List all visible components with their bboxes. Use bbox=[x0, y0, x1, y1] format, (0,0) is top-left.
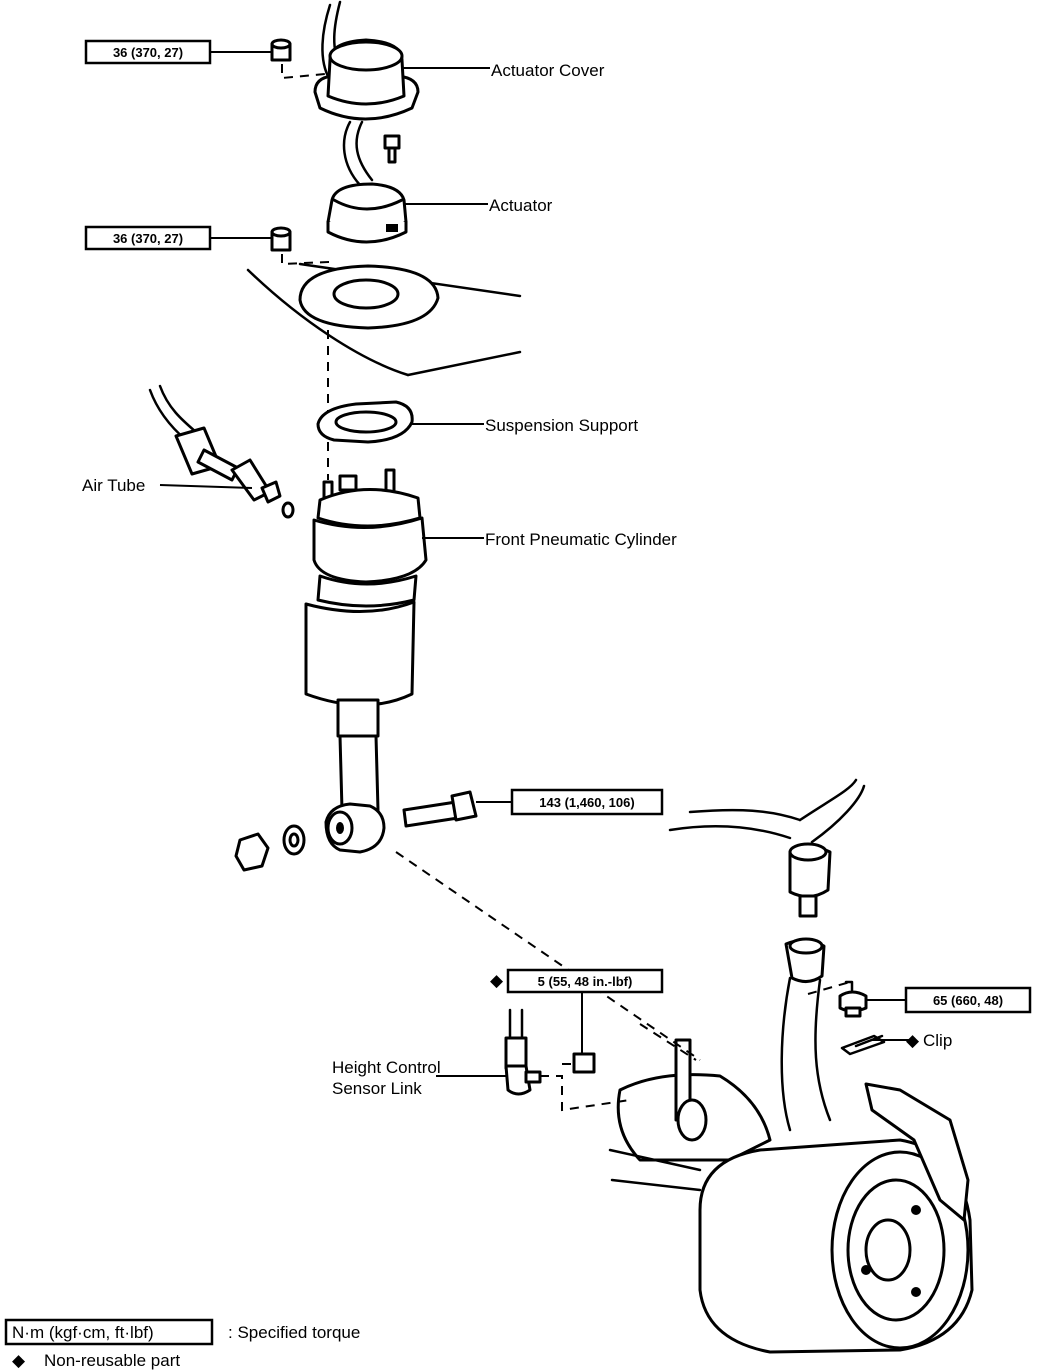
actuator-nut bbox=[270, 226, 292, 252]
label-air-tube: Air Tube bbox=[82, 476, 145, 495]
label-front-pneumatic-cylinder: Front Pneumatic Cylinder bbox=[485, 530, 677, 549]
pneumatic-cylinder-drawing bbox=[304, 468, 428, 854]
upper-arm-drawing bbox=[668, 778, 866, 918]
actuator-cover-drawing bbox=[313, 0, 420, 121]
air-tube-drawing bbox=[148, 384, 295, 519]
non-reusable-mark-clip: ◆ bbox=[906, 1031, 920, 1050]
body-panel-drawing bbox=[246, 262, 522, 377]
label-height-control-line2: Sensor Link bbox=[332, 1079, 422, 1098]
ball-joint-nut bbox=[838, 990, 868, 1018]
torque-box-sensor-link-nut: ◆ 5 (55, 48 in.-lbf) bbox=[490, 968, 664, 994]
torque-box-lower-bolt: 143 (1,460, 106) bbox=[510, 788, 664, 816]
svg-text:36 (370, 27): 36 (370, 27) bbox=[113, 45, 183, 60]
non-reusable-mark-sensor: ◆ bbox=[490, 971, 504, 990]
label-height-control-line1: Height Control bbox=[332, 1058, 441, 1077]
legend: N·m (kgf·cm, ft·lbf) : Specified torque … bbox=[4, 1318, 360, 1370]
label-suspension-support: Suspension Support bbox=[485, 416, 638, 435]
torque-box-ball-joint-nut: 65 (660, 48) bbox=[904, 986, 1032, 1014]
legend-unit-box: N·m (kgf·cm, ft·lbf) bbox=[12, 1323, 154, 1342]
label-actuator: Actuator bbox=[489, 196, 553, 215]
knuckle-drawing bbox=[608, 937, 832, 1192]
cover-nut-dashed-guide bbox=[281, 64, 326, 80]
torque-box-actuator-nut: 36 (370, 27) bbox=[84, 225, 212, 251]
label-actuator-cover: Actuator Cover bbox=[491, 61, 605, 80]
svg-text:36 (370, 27): 36 (370, 27) bbox=[113, 231, 183, 246]
cover-screw bbox=[383, 134, 401, 164]
brake-disc-drawing bbox=[698, 1082, 974, 1354]
torque-box-cover-nut: 36 (370, 27) bbox=[84, 39, 212, 65]
cover-nut bbox=[270, 38, 292, 62]
clip-drawing bbox=[840, 1034, 886, 1056]
svg-text:65 (660, 48): 65 (660, 48) bbox=[933, 993, 1003, 1008]
lower-nut bbox=[234, 832, 270, 872]
sensor-link-drawing bbox=[504, 1008, 542, 1096]
lower-bolt bbox=[402, 790, 478, 828]
suspension-support-drawing bbox=[316, 400, 414, 444]
lower-washer bbox=[282, 824, 306, 856]
legend-unit-desc: : Specified torque bbox=[228, 1323, 360, 1342]
legend-non-reusable-text: Non-reusable part bbox=[44, 1351, 180, 1370]
svg-text:143 (1,460, 106): 143 (1,460, 106) bbox=[539, 795, 634, 810]
label-clip: Clip bbox=[923, 1031, 952, 1050]
svg-text:5 (55, 48 in.-lbf): 5 (55, 48 in.-lbf) bbox=[538, 974, 633, 989]
sensor-link-nut bbox=[572, 1052, 596, 1074]
legend-non-reusable-mark: ◆ bbox=[12, 1351, 26, 1370]
actuator-drawing bbox=[326, 182, 408, 244]
actuator-cable bbox=[342, 120, 362, 187]
dashed-guide-sensor bbox=[395, 851, 701, 1061]
